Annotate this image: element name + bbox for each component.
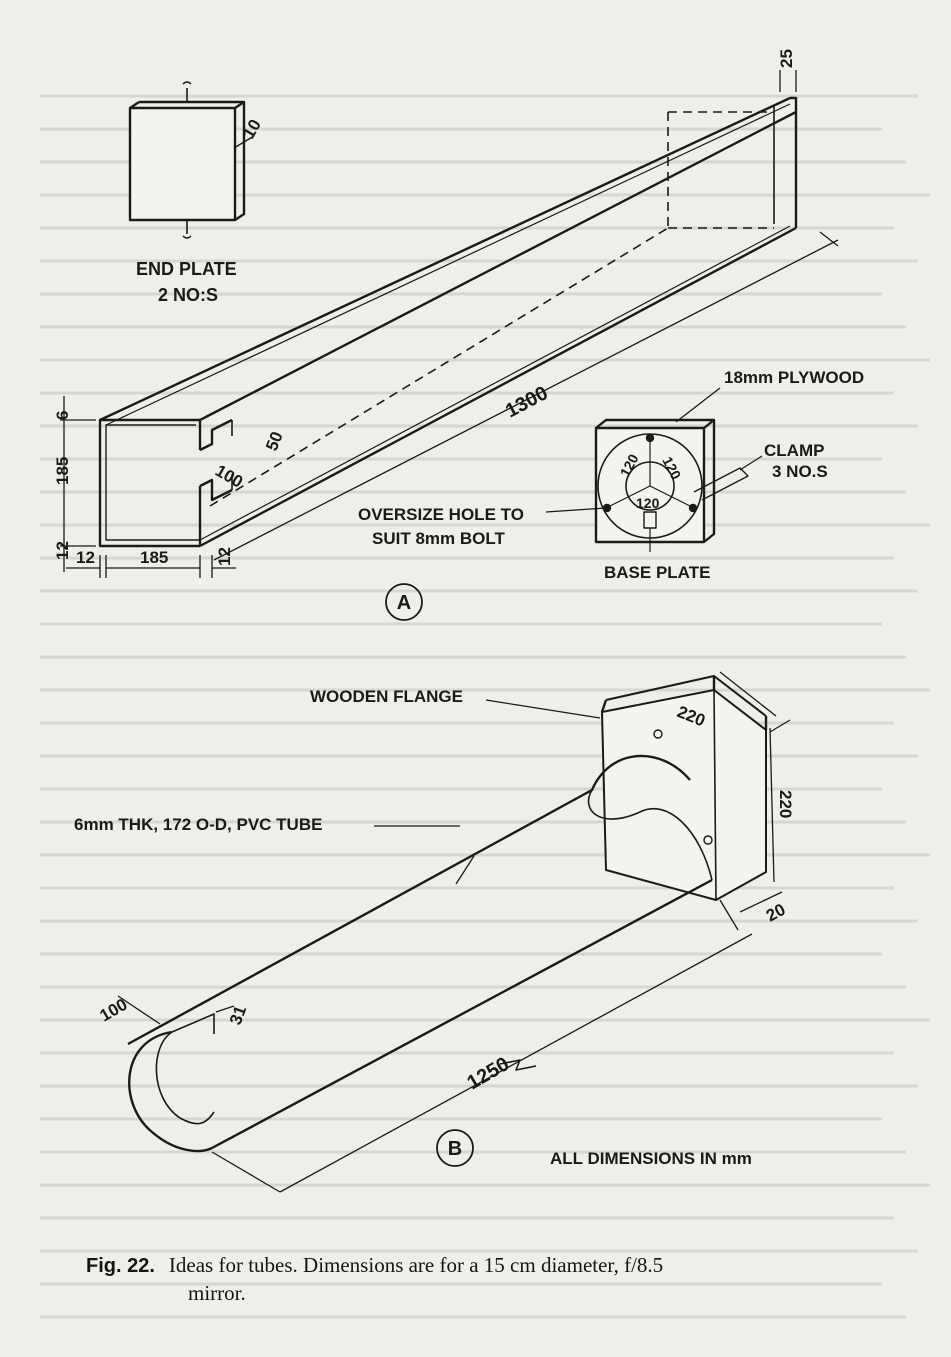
tube-label: 6mm THK, 172 O-D, PVC TUBE — [74, 815, 322, 834]
bottom-right-dim: 12 — [215, 547, 234, 566]
label-a-circle — [385, 583, 423, 621]
flange-height-dim: 220 — [776, 790, 795, 818]
end-plate-drawing — [128, 81, 255, 239]
label-a: A — [397, 592, 411, 614]
wooden-flange-drawing — [600, 675, 768, 901]
base-plate-drawing — [545, 387, 763, 552]
tube-body — [127, 754, 713, 1153]
opening-height-dim: 50 — [262, 429, 287, 454]
base-plate-title: BASE PLATE — [604, 563, 710, 582]
figure-caption: Fig. 22. Ideas for tubes. Dimensions are … — [86, 1252, 886, 1307]
label-b-circle — [436, 1129, 474, 1167]
cut-depth-dim: 31 — [226, 1003, 250, 1027]
dimension-lines-b — [117, 671, 791, 1193]
hole-note-line2: SUIT 8mm BOLT — [372, 529, 505, 548]
length-dim-b: 1250 — [464, 1053, 514, 1094]
cut-width-dim: 100 — [97, 995, 131, 1026]
square-tube-drawing — [60, 70, 839, 578]
pvc-tube-drawing — [117, 671, 791, 1193]
plywood-label: 18mm PLYWOOD — [724, 368, 864, 387]
clamp-qty-label: 3 NO.S — [772, 462, 828, 481]
end-plate-qty: 2 NO:S — [158, 285, 218, 305]
caption-line-1: Ideas for tubes. Dimensions are for a 15… — [168, 1253, 664, 1277]
figure-number: Fig. 22. — [86, 1255, 155, 1277]
hole-note-line1: OVERSIZE HOLE TO — [358, 505, 524, 524]
long-box-drawing — [98, 96, 798, 548]
side-top-dim: 6 — [53, 411, 72, 420]
flange-label: WOODEN FLANGE — [310, 687, 463, 706]
end-plate-title: END PLATE — [136, 259, 237, 279]
dimension-lines-a — [60, 70, 839, 578]
bottom-left-dim: 12 — [76, 548, 95, 567]
side-bottom-dim: 12 — [53, 541, 72, 560]
side-height-dim: 185 — [53, 457, 72, 485]
units-note: ALL DIMENSIONS IN mm — [550, 1149, 752, 1168]
clamp-label: CLAMP — [764, 441, 824, 460]
length-dim-a: 1300 — [502, 382, 552, 422]
angle-dim-3: 120 — [636, 495, 660, 511]
bottom-width-dim: 185 — [140, 548, 168, 567]
top-edge-dim: 25 — [777, 49, 796, 68]
caption-line-2: mirror. — [188, 1281, 246, 1305]
label-b: B — [448, 1138, 462, 1160]
flange-thickness-dim: 20 — [763, 900, 789, 926]
